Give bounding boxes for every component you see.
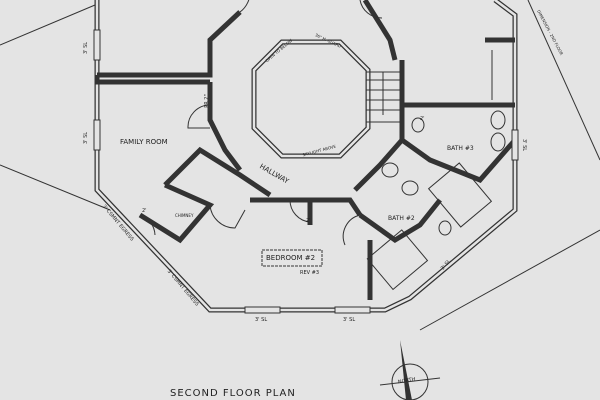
interior-walls [138,37,517,300]
window-label: 3' SL [343,317,356,323]
stairs [365,60,405,140]
note-dimension: DIMENSION - 2ND FLOOR [536,9,565,56]
bedroom-label-cloud [261,249,323,267]
drawing-title: SECOND FLOOR PLAN [170,388,296,399]
bedroom-note: REV #3 [300,270,320,276]
north-label: NORTH [397,376,416,386]
window-label: 3' SL [255,317,268,323]
note-pr: PR 2" [203,94,210,108]
note-guard: 36" H. GUARD [314,32,343,49]
door-size-3: 2' [420,116,425,122]
note-egress-1: 3' CSMNT EGRESS [100,203,135,243]
site-lines [0,0,600,331]
room-label-bath2: BATH #2 [388,215,415,222]
exterior-walls [94,0,518,313]
note-egress-2: 3' CSMNT EGRESS [165,268,200,308]
room-label-chimney: CHIMNEY [175,213,194,218]
door-size-2: 2' [306,218,311,224]
fixtures [366,50,506,291]
note-open-to-below: OPEN TO BELOW [264,37,294,64]
doors [139,0,383,246]
room-label-bath3: BATH #3 [447,145,474,152]
window-label: 3' SL [83,131,90,145]
open-to-below-octagon [251,39,371,159]
room-label-hallway: HALLWAY [258,162,291,186]
window-label: 3' SL [439,258,453,272]
door-size-1: 2' [142,208,147,214]
room-label-family: FAMILY ROOM [120,138,168,146]
room-label-bedroom: BEDROOM #2 [266,254,316,262]
windows [93,29,519,314]
north-arrow-icon [379,340,441,400]
window-label: 3' SL [83,41,90,55]
window-label: 3' SL [521,138,528,152]
note-skylight: SKYLIGHT ABOVE [301,143,337,158]
